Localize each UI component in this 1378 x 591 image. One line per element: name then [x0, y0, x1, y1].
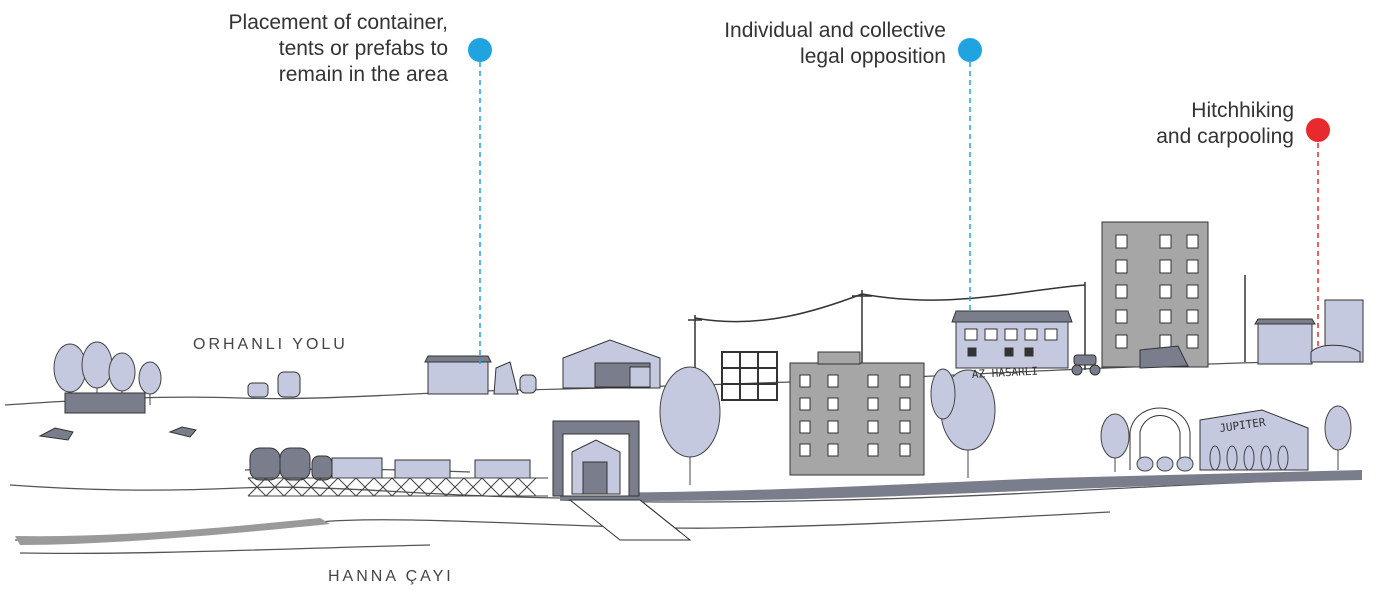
jupiter-sign: JUPITER	[1219, 416, 1267, 435]
callout-placement-line-3: remain in the area	[278, 63, 448, 86]
water-tanks	[249, 447, 333, 481]
gate-structure	[552, 420, 692, 541]
middle-apartment	[789, 351, 925, 476]
left-trees	[53, 341, 162, 405]
motorbike	[1071, 354, 1101, 376]
container-units	[331, 457, 531, 479]
marker-hitchhiking	[1306, 118, 1330, 350]
callout-legal-opposition: Individual and collective legal oppositi…	[724, 18, 946, 70]
river-band	[15, 518, 330, 545]
river-label: HANNA ÇAYI	[328, 568, 454, 585]
middle-trees	[659, 366, 996, 485]
callout-legal-line-2: legal opposition	[800, 45, 946, 68]
damaged-building	[951, 310, 1073, 369]
scaffold	[721, 351, 778, 401]
parked-cars	[247, 371, 301, 398]
right-houses	[1254, 299, 1364, 365]
marker-placement	[468, 38, 492, 365]
tall-apartment	[1101, 221, 1209, 369]
callout-placement-line-1: Placement of container,	[228, 11, 448, 34]
callout-placement: Placement of container, tents or prefabs…	[229, 10, 448, 88]
callout-hitch-line-2: and carpooling	[1156, 125, 1294, 148]
callout-legal-line-1: Individual and collective	[724, 19, 946, 42]
marker-legal-opposition	[958, 38, 982, 312]
house-truck	[562, 339, 661, 389]
damaged-building-sign: AZ HASARLI	[971, 365, 1038, 381]
callout-hitch-line-1: Hitchhiking	[1191, 99, 1294, 122]
callout-hitchhiking: Hitchhiking and carpooling	[1156, 98, 1294, 150]
rubble-wall	[64, 392, 146, 414]
prefab-houses	[424, 355, 537, 395]
right-trees	[1100, 405, 1352, 472]
road-band	[560, 470, 1362, 501]
road-label: ORHANLI YOLU	[193, 336, 348, 353]
callout-placement-line-2: tents or prefabs to	[278, 37, 448, 60]
fence	[247, 477, 548, 497]
arch-structure	[1129, 407, 1191, 470]
rubble-pile	[38, 426, 197, 441]
